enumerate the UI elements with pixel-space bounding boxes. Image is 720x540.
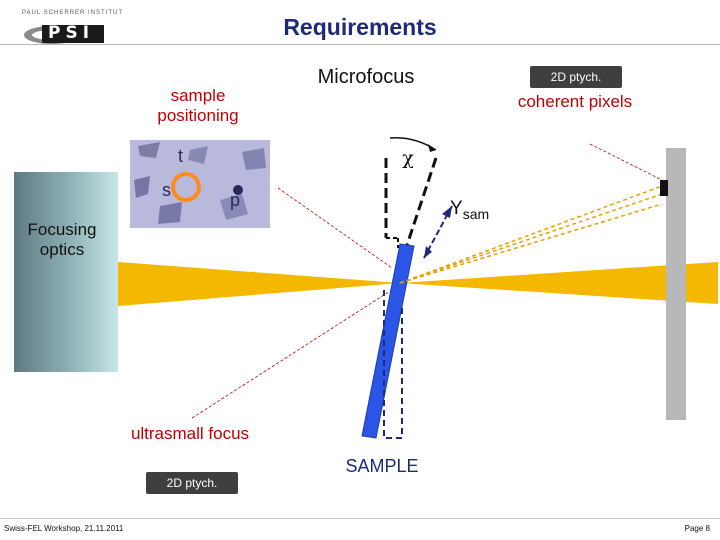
incident-beam [118,262,400,306]
logo-mark [24,25,104,44]
detector-pixel [660,180,668,196]
sample-outline [383,290,403,439]
sample-plate [361,243,415,439]
micrograph-letter-t: t [178,146,184,166]
ptycho-tag-top: 2D ptych. [530,66,622,88]
microfocus-label: Microfocus [317,66,415,88]
pointer-sample-positioning [277,187,393,269]
sample-positioning-label: sample positioning [157,86,239,125]
footer-page-number: Page 8 [684,524,710,533]
coherent-pixels-label: coherent pixels [517,92,633,111]
pointer-ultrasmall-focus [191,285,399,419]
probe-ring [171,172,201,202]
micrograph-letter-p: p [230,190,241,210]
footer-event: Swiss-FEL Workshop, 21.11.2011 [4,524,124,533]
logo-text: PSI [48,23,95,43]
focusing-optics-label: Focusing optics [27,220,97,259]
micrograph-letter-s: s [162,180,171,200]
detector [666,148,686,420]
logo-subtext: PAUL SCHERRER INSTITUT [22,10,124,16]
chi-label: χ [402,147,414,169]
focusing-optics-box [14,172,118,372]
page-title: Requirements [283,14,437,40]
scattered-ray-1 [399,185,663,284]
pointer-coherent-pixels [589,143,663,181]
psi-logo: PAUL SCHERRER INSTITUT PSI [22,10,122,46]
ultrasmall-focus-label: ultrasmall focus [130,424,250,443]
sample-label: SAMPLE [345,456,419,476]
scattered-ray-3 [399,203,663,284]
sample-micrograph: t s p [130,140,270,228]
tilted-axis-line [400,157,438,261]
title-divider [0,44,720,45]
ysam-label: Ysam [450,198,490,222]
transmitted-beam [400,262,718,304]
ptycho-tag-bottom: 2D ptych. [146,472,238,494]
footer-divider [0,518,720,519]
